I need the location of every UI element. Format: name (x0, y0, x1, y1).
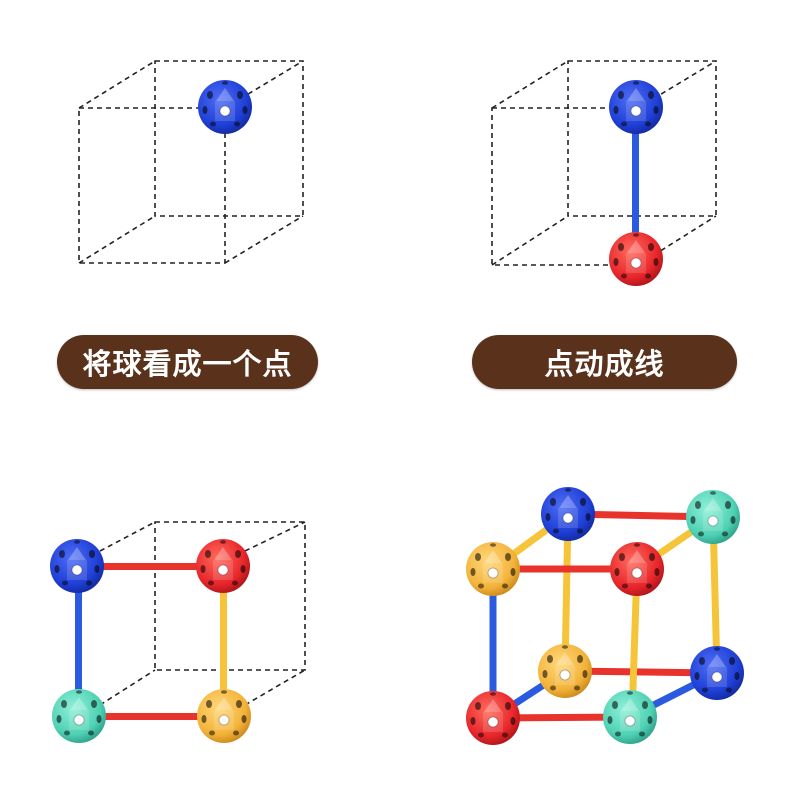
ball-red (466, 691, 520, 745)
panel-solid (466, 487, 744, 745)
ball-orange (466, 542, 520, 596)
ball-orange (538, 644, 592, 698)
ball-teal (603, 690, 657, 744)
rod-yellow (220, 590, 227, 694)
dashed-cube (78, 60, 304, 264)
ball-blue (609, 80, 663, 134)
caption-line-text: 点动成线 (544, 347, 665, 381)
rod-red (100, 563, 206, 570)
rod-red (100, 713, 206, 720)
caption-line: 点动成线 (472, 335, 737, 389)
ball-blue (198, 80, 252, 134)
panel-line (491, 60, 717, 286)
ball-teal (686, 490, 740, 544)
dashed-cube (99, 521, 306, 706)
dashed-cube (491, 60, 717, 266)
ball-orange (197, 689, 251, 743)
ball-red (196, 539, 250, 593)
caption-point: 将球看成一个点 (57, 335, 318, 389)
ball-blue (541, 487, 595, 541)
caption-point-text: 将球看成一个点 (82, 347, 293, 381)
rod-blue (632, 125, 639, 245)
ball-teal (52, 689, 106, 743)
ball-red (610, 542, 664, 596)
panel-plane (50, 521, 306, 743)
rod-blue (75, 590, 82, 694)
ball-blue (50, 539, 104, 593)
panel-point (78, 60, 304, 264)
ball-blue (690, 646, 744, 700)
ball-red (609, 232, 663, 286)
